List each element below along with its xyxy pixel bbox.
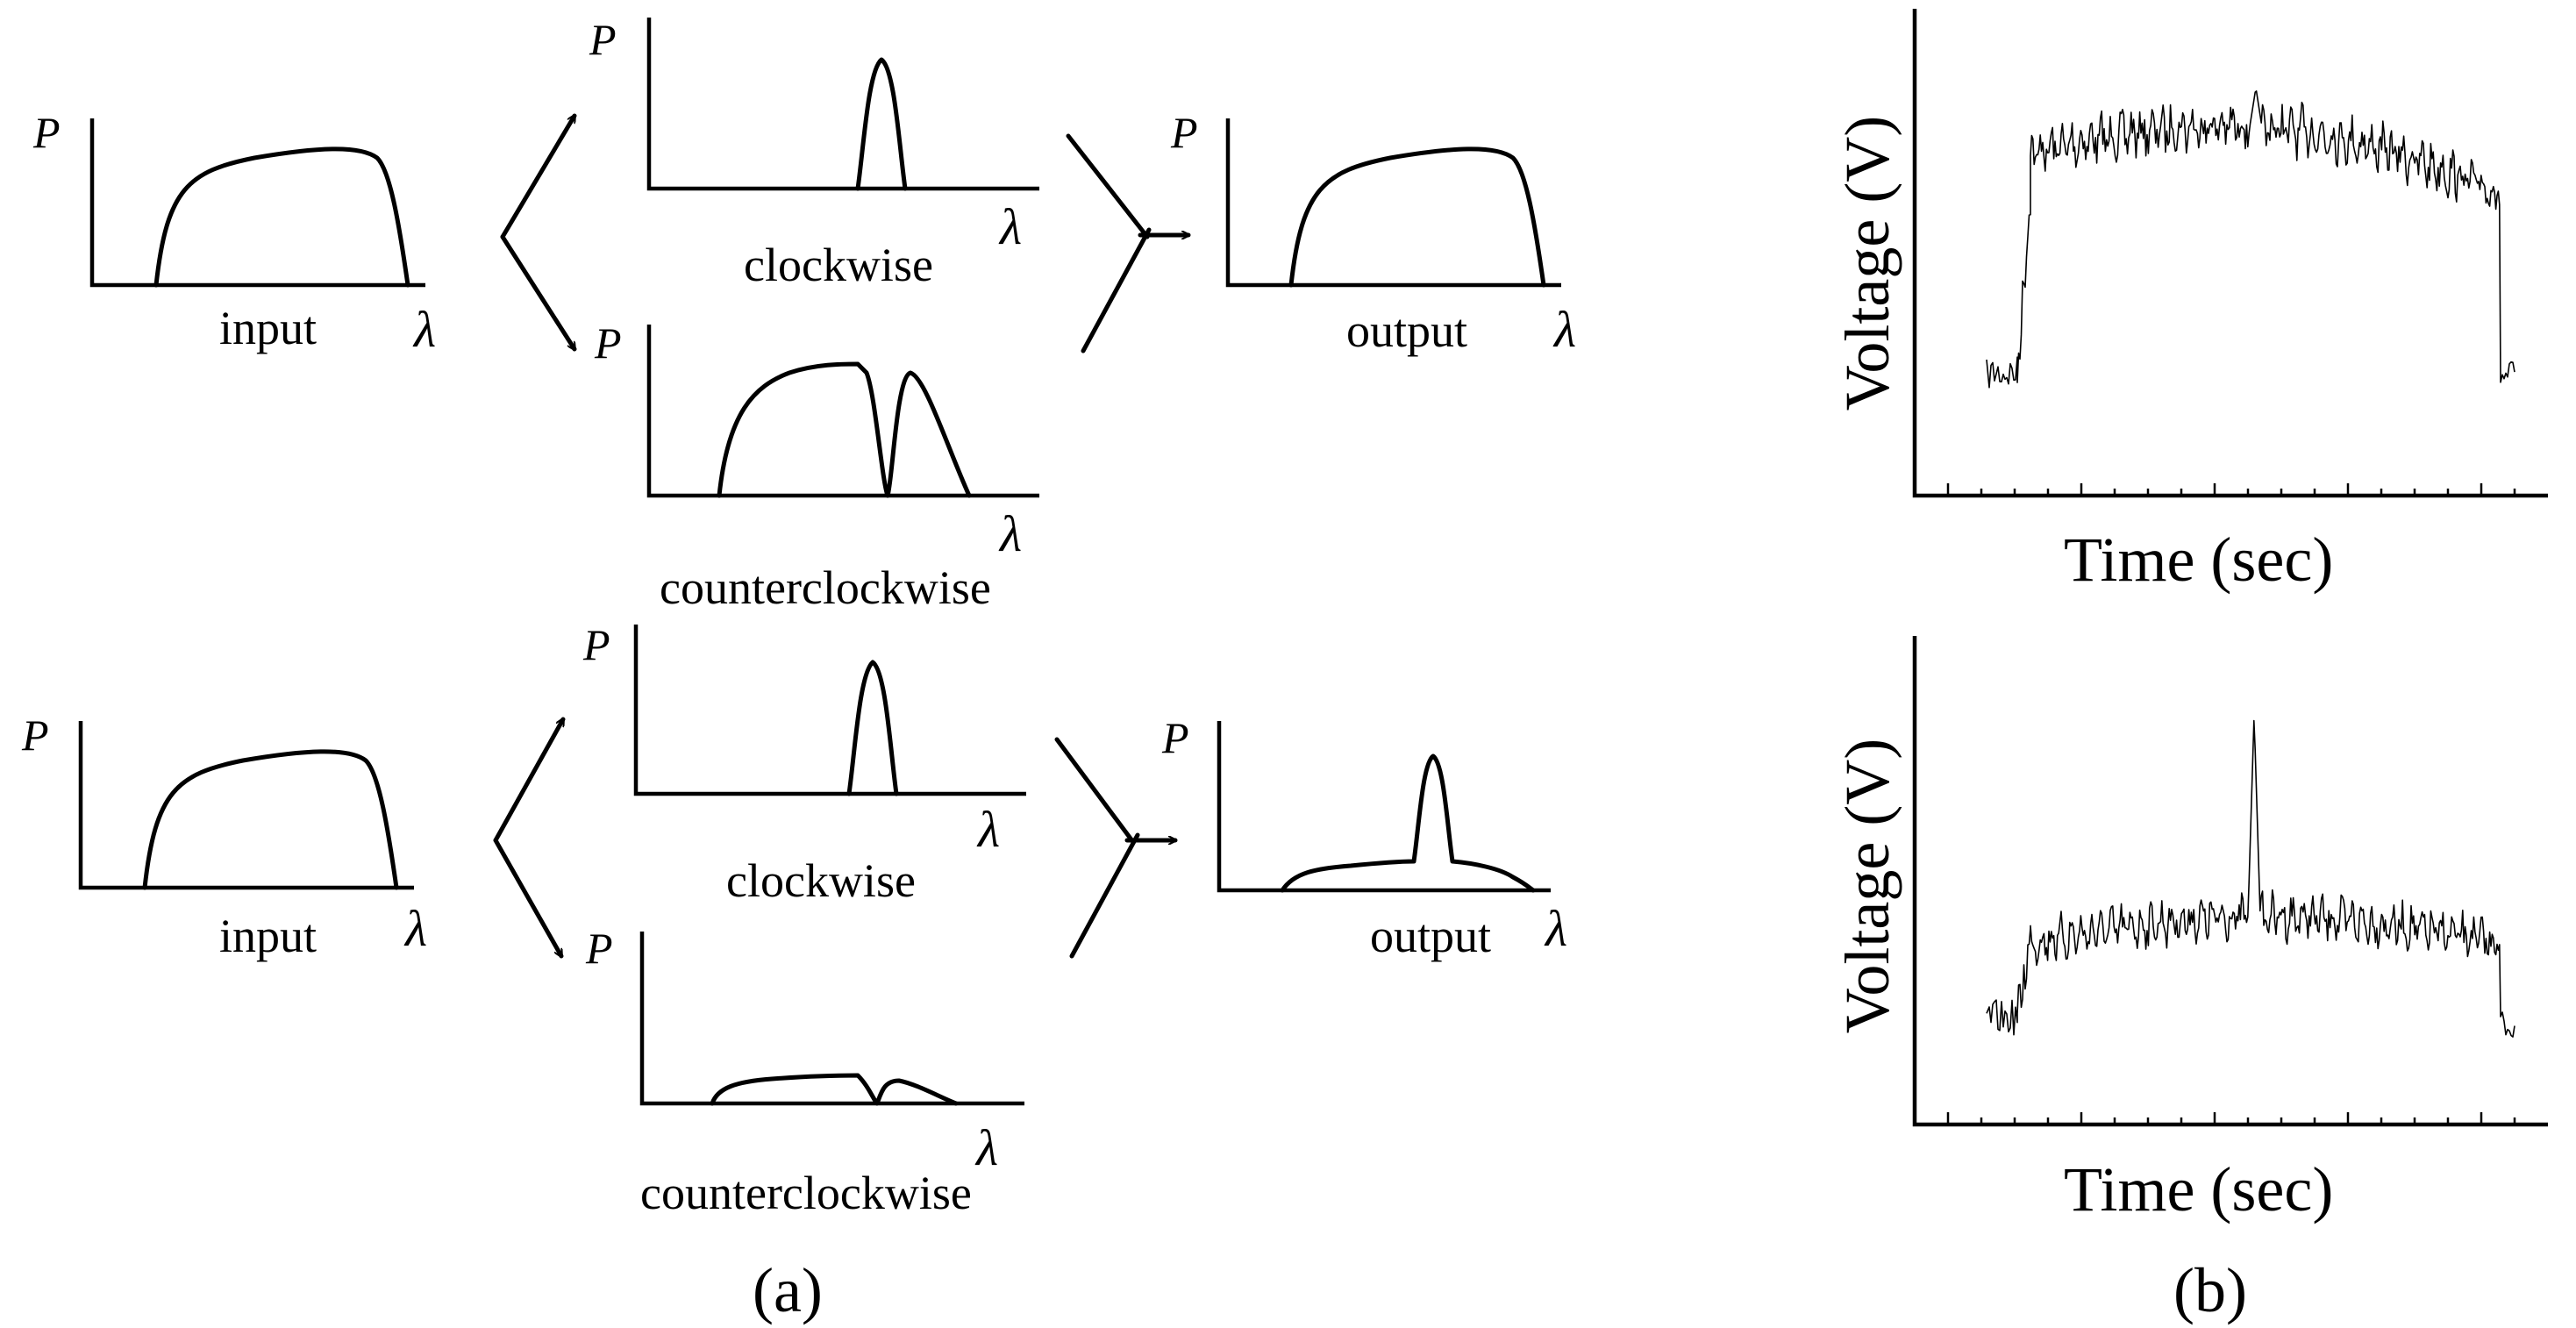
plot-axes bbox=[1912, 9, 2548, 498]
power-axis-symbol: P bbox=[21, 710, 49, 760]
power-axis-symbol: P bbox=[1170, 108, 1198, 157]
panel-a-bottom-row: P input λ P clockwise λ P λ counterclock… bbox=[21, 620, 1567, 1219]
top-clockwise-label: clockwise bbox=[744, 239, 933, 291]
top-clockwise-spectrum: P clockwise λ bbox=[589, 15, 1039, 291]
panel-b-caption: (b) bbox=[2173, 1255, 2247, 1325]
clockwise-narrow-peak bbox=[855, 57, 908, 191]
bottom-input-label: input bbox=[219, 910, 317, 962]
bottom-counterclockwise-label: counterclockwise bbox=[640, 1167, 972, 1219]
combine-arrow-lower bbox=[1081, 227, 1152, 353]
power-axis-symbol: P bbox=[589, 15, 617, 64]
x-axis-ticks bbox=[1913, 483, 2516, 496]
voltage-trace bbox=[1986, 719, 2515, 1038]
input-axes bbox=[89, 118, 425, 288]
top-output-spectrum: P output λ bbox=[1170, 108, 1576, 358]
combine-arrow-upper bbox=[1066, 133, 1150, 239]
clockwise-axes bbox=[633, 625, 1026, 796]
wavelength-axis-symbol: λ bbox=[998, 198, 1022, 255]
bottom-clockwise-spectrum: P clockwise λ bbox=[582, 620, 1026, 907]
wavelength-axis-symbol: λ bbox=[998, 505, 1022, 562]
wavelength-axis-symbol: λ bbox=[1552, 301, 1576, 358]
power-axis-symbol: P bbox=[585, 924, 613, 973]
bottom-clockwise-label: clockwise bbox=[726, 854, 916, 907]
panel-b-bottom-plot: Time (sec) Voltage (V) bbox=[1832, 636, 2548, 1224]
top-counterclockwise-label: counterclockwise bbox=[660, 561, 991, 614]
bottom-input-spectrum: P input λ bbox=[21, 710, 427, 962]
wavelength-axis-symbol: λ bbox=[1544, 900, 1567, 957]
wavelength-axis-symbol: λ bbox=[403, 900, 427, 957]
split-arrow-down bbox=[493, 838, 564, 956]
combine-arrow-upper bbox=[1054, 737, 1136, 845]
split-arrow-up bbox=[493, 719, 566, 843]
input-axes bbox=[78, 721, 414, 890]
top-counterclockwise-spectrum: P λ counterclockwise bbox=[594, 318, 1039, 614]
x-axis-label: Time (sec) bbox=[2064, 525, 2333, 595]
plot-axes bbox=[1912, 636, 2548, 1127]
combine-arrow-lower bbox=[1069, 832, 1140, 959]
bottom-counterclockwise-spectrum: P λ counterclockwise bbox=[585, 924, 1024, 1219]
power-axis-symbol: P bbox=[582, 620, 610, 669]
wavelength-axis-symbol: λ bbox=[976, 801, 1000, 858]
split-arrow-down bbox=[500, 234, 577, 349]
clockwise-narrow-peak bbox=[846, 660, 899, 796]
x-axis-label: Time (sec) bbox=[2064, 1154, 2333, 1224]
top-input-label: input bbox=[219, 302, 317, 354]
panel-a-caption: (a) bbox=[753, 1255, 823, 1325]
power-axis-symbol: P bbox=[1161, 713, 1189, 762]
top-output-label: output bbox=[1346, 304, 1467, 357]
output-peaked-curve bbox=[1280, 753, 1536, 893]
top-input-spectrum: P input λ bbox=[32, 108, 436, 358]
output-axes bbox=[1217, 721, 1551, 893]
wavelength-axis-symbol: λ bbox=[412, 301, 436, 358]
input-broadband-curve bbox=[153, 146, 410, 288]
x-axis-ticks bbox=[1913, 1112, 2516, 1125]
output-axes bbox=[1225, 118, 1561, 288]
clockwise-axes bbox=[646, 18, 1039, 191]
wavelength-axis-symbol: λ bbox=[974, 1119, 998, 1176]
panel-a-top-row: P input λ P clockwise λ P λ counterclock… bbox=[32, 15, 1576, 614]
counterclockwise-weak-curve bbox=[710, 1073, 959, 1106]
split-arrow-up bbox=[500, 116, 577, 239]
power-axis-symbol: P bbox=[32, 108, 61, 157]
output-broadband-curve bbox=[1288, 146, 1546, 288]
counterclockwise-axes bbox=[646, 325, 1039, 498]
panel-b-top-plot: Time (sec) Voltage (V) bbox=[1832, 9, 2548, 595]
counterclockwise-axes bbox=[639, 932, 1024, 1106]
voltage-trace bbox=[1986, 90, 2515, 389]
y-axis-label: Voltage (V) bbox=[1832, 739, 1902, 1034]
input-broadband-curve bbox=[142, 749, 399, 890]
counterclockwise-notched-curve bbox=[717, 361, 972, 498]
power-axis-symbol: P bbox=[594, 318, 622, 368]
y-axis-label: Voltage (V) bbox=[1832, 116, 1902, 411]
bottom-output-spectrum: P output λ bbox=[1161, 713, 1567, 962]
bottom-output-label: output bbox=[1370, 910, 1491, 962]
